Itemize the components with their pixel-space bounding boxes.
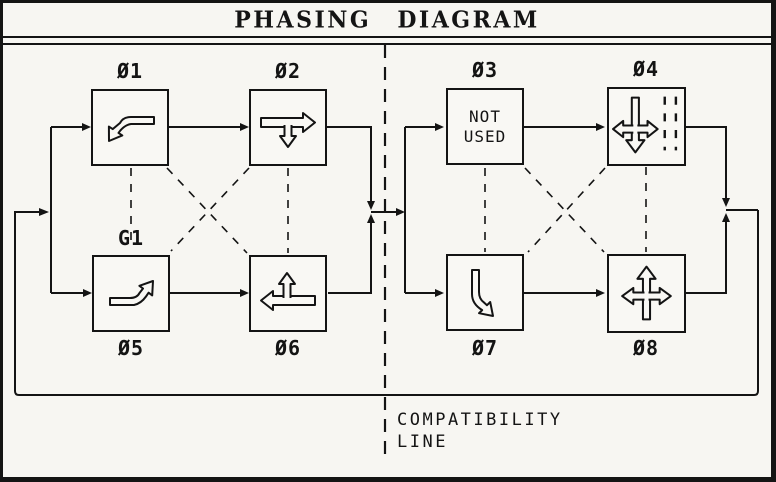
page-title: PHASING DIAGRAM [234, 5, 540, 34]
phase-5-label: Ø5 [117, 336, 145, 360]
left-through-with-up-branch-arrow-icon [260, 272, 316, 311]
compatibility-line-label: COMPATIBILITY LINE [397, 410, 563, 453]
phase-8-box [607, 254, 686, 333]
phase-2-box [249, 89, 327, 166]
phase-2-label: Ø2 [274, 59, 302, 83]
outer-return-loop [14, 210, 759, 396]
not-used-text: NOT USED [463, 106, 507, 146]
phase-7-box [446, 254, 524, 331]
phase-6-box [249, 255, 327, 332]
down-left-right-trident-arrow-icon [612, 96, 678, 154]
phase-3-label: Ø3 [471, 58, 499, 82]
phase-1-box [91, 89, 169, 166]
phase-8-label: Ø8 [632, 336, 660, 360]
phase-6-label: Ø6 [274, 336, 302, 360]
phase-4-box [607, 87, 686, 166]
overlap-g1-label: G1 [117, 226, 145, 250]
phase-4-label: Ø4 [632, 57, 660, 81]
flow-arrowheads [39, 123, 730, 297]
lane-dashes-icon [663, 96, 678, 151]
curve-down-right-arrow-icon [471, 269, 494, 317]
connector-lines [14, 45, 759, 461]
phase-3-box: NOT USED [446, 88, 524, 165]
right-through-with-down-branch-arrow-icon [260, 112, 316, 148]
title-bar: PHASING DIAGRAM [3, 3, 771, 38]
curve-left-down-arrow-icon [107, 116, 155, 142]
phase-relation-dashed-lines [130, 167, 647, 254]
left-feed-lines [50, 126, 85, 294]
curve-right-up-arrow-icon [109, 280, 154, 306]
phase-7-label: Ø7 [471, 336, 499, 360]
phase-1-label: Ø1 [116, 59, 144, 83]
phase-5-box [92, 255, 170, 332]
main-area-top-border [3, 43, 771, 45]
up-left-right-trident-arrow-icon [621, 265, 672, 321]
